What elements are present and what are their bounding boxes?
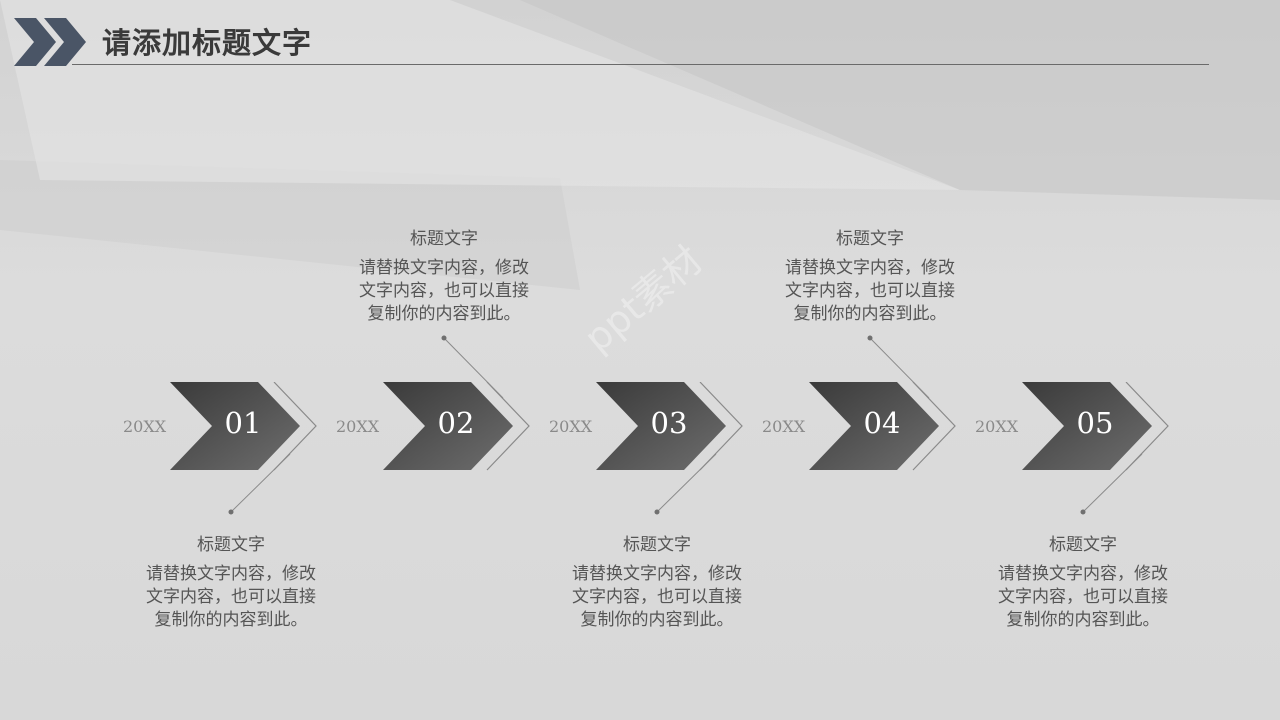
step-number: 02 — [437, 406, 475, 440]
step-description-line: 复制你的内容到此。 — [793, 304, 947, 324]
chevron-arrow-icon — [809, 382, 956, 471]
step-description-line: 请替换文字内容，修改 — [146, 564, 316, 584]
title-divider — [72, 64, 1209, 65]
step-description-line: 复制你的内容到此。 — [367, 304, 521, 324]
step-description-line: 请替换文字内容，修改 — [998, 564, 1168, 584]
year-label: 20XX — [549, 417, 593, 436]
step-number: 04 — [863, 406, 901, 440]
step-description-line: 文字内容，也可以直接 — [572, 587, 742, 607]
step-description-line: 请替换文字内容，修改 — [359, 258, 529, 278]
step-text-block: 标题文字请替换文字内容，修改文字内容，也可以直接复制你的内容到此。 — [344, 224, 544, 326]
chevron-arrow-icon — [1022, 382, 1169, 471]
year-label: 20XX — [975, 417, 1019, 436]
step-description-line: 复制你的内容到此。 — [154, 610, 308, 630]
page-title: 请添加标题文字 — [102, 26, 313, 60]
year-label: 20XX — [762, 417, 806, 436]
step-title: 标题文字 — [836, 229, 904, 249]
chevron-arrow-icon — [170, 382, 317, 471]
step-text-block: 标题文字请替换文字内容，修改文字内容，也可以直接复制你的内容到此。 — [770, 224, 970, 326]
step-title: 标题文字 — [197, 535, 265, 555]
step-description-line: 复制你的内容到此。 — [580, 610, 734, 630]
chevron-arrow-icon — [596, 382, 743, 471]
step-title: 标题文字 — [410, 229, 478, 249]
step-description-line: 复制你的内容到此。 — [1006, 610, 1160, 630]
step-text-block: 标题文字请替换文字内容，修改文字内容，也可以直接复制你的内容到此。 — [131, 530, 331, 632]
step-description-line: 文字内容，也可以直接 — [359, 281, 529, 301]
year-label: 20XX — [336, 417, 380, 436]
step-number: 05 — [1076, 406, 1114, 440]
double-chevron-logo-icon — [14, 18, 86, 66]
year-label: 20XX — [123, 417, 167, 436]
step-description-line: 文字内容，也可以直接 — [146, 587, 316, 607]
step-title: 标题文字 — [1049, 535, 1117, 555]
step-number: 01 — [224, 406, 262, 440]
step-description-line: 文字内容，也可以直接 — [785, 281, 955, 301]
step-description-line: 文字内容，也可以直接 — [998, 587, 1168, 607]
step-text-block: 标题文字请替换文字内容，修改文字内容，也可以直接复制你的内容到此。 — [983, 530, 1183, 632]
step-title: 标题文字 — [623, 535, 691, 555]
step-description-line: 请替换文字内容，修改 — [785, 258, 955, 278]
chevron-arrow-icon — [383, 382, 530, 471]
step-description-line: 请替换文字内容，修改 — [572, 564, 742, 584]
step-number: 03 — [650, 406, 688, 440]
step-text-block: 标题文字请替换文字内容，修改文字内容，也可以直接复制你的内容到此。 — [557, 530, 757, 632]
